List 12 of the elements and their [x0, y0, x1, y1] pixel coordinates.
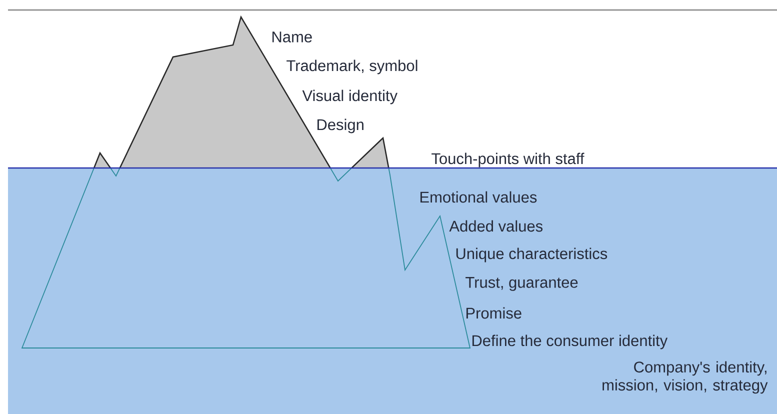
label: Unique characteristics — [456, 248, 608, 262]
label: Trust, guarantee — [466, 277, 578, 291]
label: Name — [272, 32, 312, 42]
label: Company's identity, mission, vision, strategy — [602, 361, 768, 394]
label: Trademark, symbol — [286, 60, 418, 74]
label: Visual identity — [302, 90, 398, 104]
label: Touch-points with staff — [432, 152, 584, 168]
label: Promise — [466, 307, 522, 319]
label: Emotional values — [420, 191, 537, 203]
label: Added values — [449, 220, 543, 232]
label: Design — [317, 118, 364, 134]
label: Define the consumer identity — [472, 334, 668, 350]
